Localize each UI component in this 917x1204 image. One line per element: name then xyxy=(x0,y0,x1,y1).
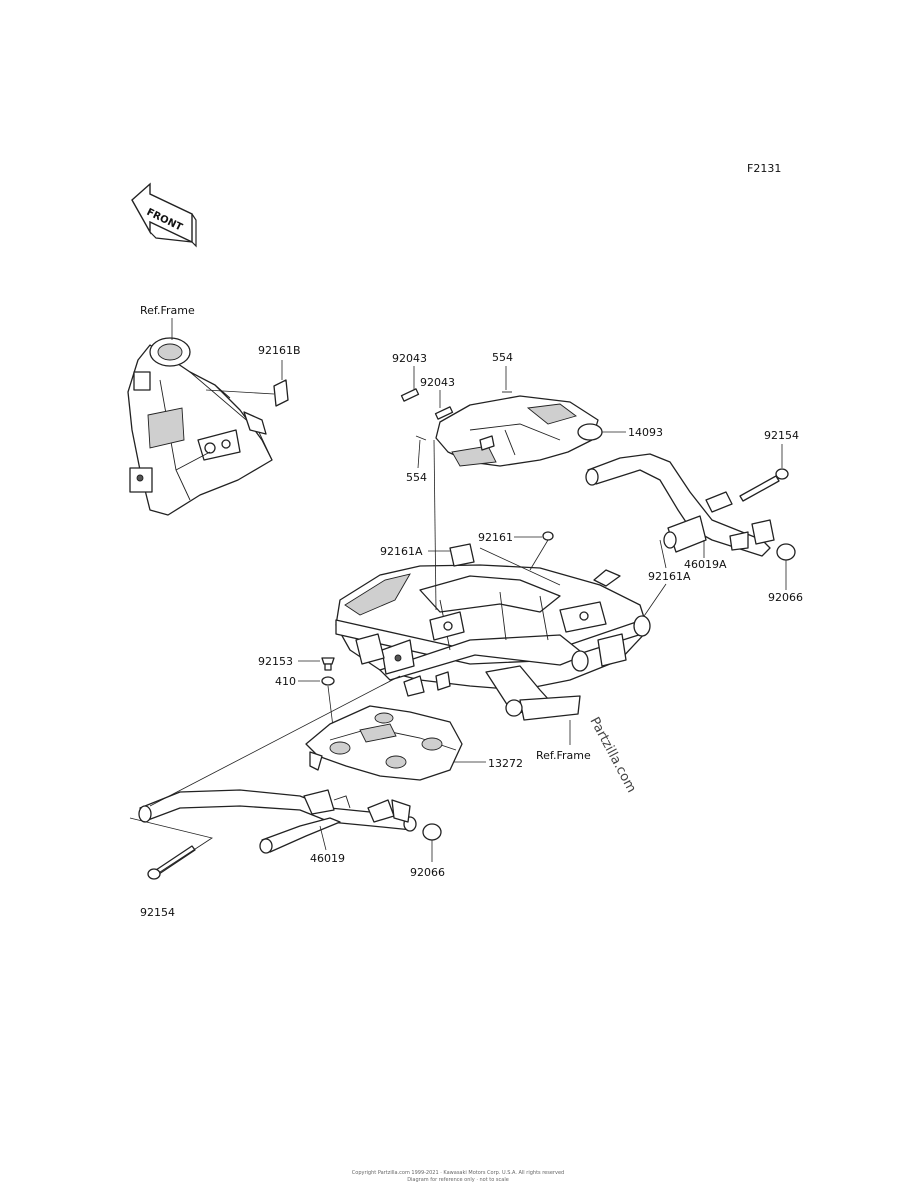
pad-92161A xyxy=(449,543,475,567)
ref-frame-top-label: Ref.Frame xyxy=(140,304,195,317)
label-92043-a: 92043 xyxy=(392,352,427,365)
footer-line-2: Diagram for reference only · not to scal… xyxy=(407,1177,509,1183)
footrest-bar-46019-drawing xyxy=(138,789,417,854)
label-92154-b: 92154 xyxy=(140,906,175,919)
front-arrow-icon: FRONT xyxy=(131,182,197,248)
diagram-ref-code: F2131 xyxy=(747,162,781,175)
footrest-bar-46019A-drawing xyxy=(585,453,775,557)
label-14093: 14093 xyxy=(628,426,663,439)
frame-head-drawing xyxy=(127,337,273,516)
bolt-92154-b xyxy=(147,845,196,880)
pad-92161B xyxy=(273,379,289,407)
bolt-92154-a xyxy=(739,468,789,502)
label-46019A: 46019A xyxy=(684,558,727,571)
cap-92066-b xyxy=(422,823,442,841)
pad-right xyxy=(593,569,621,587)
clip-92161 xyxy=(542,531,554,541)
main-frame-drawing xyxy=(335,564,651,721)
seat-bracket-14093-drawing xyxy=(435,395,603,467)
watermark-text: Partzilla.com xyxy=(586,715,638,795)
cap-92066-a xyxy=(776,543,796,561)
label-46019: 46019 xyxy=(310,852,345,865)
label-554-b: 554 xyxy=(406,471,427,484)
label-92066-b: 92066 xyxy=(410,866,445,879)
ref-frame-bottom-label: Ref.Frame xyxy=(536,749,591,762)
pin-92043-a xyxy=(400,388,420,402)
label-92154-a: 92154 xyxy=(764,429,799,442)
footer-line-1: Copyright Partzilla.com 1999-2021 · Kawa… xyxy=(352,1170,564,1176)
label-92066-a: 92066 xyxy=(768,591,803,604)
label-13272: 13272 xyxy=(488,757,523,770)
label-92153: 92153 xyxy=(258,655,293,668)
screw-92153 xyxy=(321,657,335,671)
label-92161: 92161 xyxy=(478,531,513,544)
pin-92043-b xyxy=(434,406,454,420)
skid-plate-13272-drawing xyxy=(305,705,463,781)
washer-410 xyxy=(321,676,335,686)
label-92161A-a: 92161A xyxy=(380,545,423,558)
label-410: 410 xyxy=(275,675,296,688)
label-92161B: 92161B xyxy=(258,344,301,357)
label-92043-b: 92043 xyxy=(420,376,455,389)
label-554-a: 554 xyxy=(492,351,513,364)
label-92161A-b: 92161A xyxy=(648,570,691,583)
